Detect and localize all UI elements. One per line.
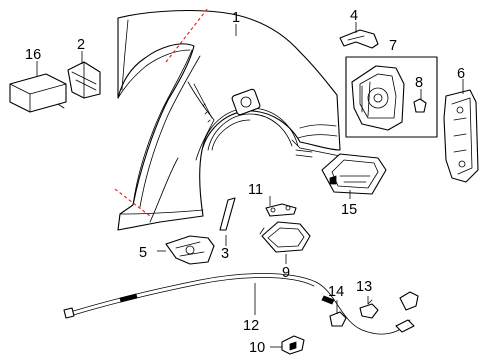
control-module	[9, 73, 67, 113]
pad-part-4	[339, 29, 379, 49]
callout-16: 16	[25, 47, 41, 63]
callout-10: 10	[249, 340, 265, 356]
callout-7: 7	[389, 38, 397, 54]
callout-3: 3	[221, 246, 229, 262]
clip-part-14	[329, 311, 347, 327]
callout-12: 12	[243, 318, 259, 334]
callout-8: 8	[415, 75, 423, 91]
callout-14: 14	[328, 284, 344, 300]
callout-15: 15	[341, 202, 357, 218]
callout-numbers: 1 2 3 4 5 6 7 8 9 10 11 12 13 14 15 16	[25, 8, 465, 356]
callout-2: 2	[77, 37, 85, 53]
callout-5: 5	[139, 245, 147, 261]
callout-13: 13	[356, 279, 372, 295]
callout-11: 11	[248, 182, 263, 198]
inner-panel-part-6	[443, 89, 479, 183]
callout-9: 9	[282, 265, 290, 281]
cut-line-rocker	[114, 188, 151, 217]
hinge-part-11	[265, 203, 297, 217]
release-cable	[63, 273, 419, 335]
leader-lines	[36, 22, 464, 348]
callout-4: 4	[350, 8, 358, 24]
callout-1: 1	[232, 10, 240, 26]
bracket-part-5	[165, 235, 215, 265]
quarter-panel	[117, 9, 341, 231]
fuel-door-housing	[321, 153, 387, 195]
clamp-part-13	[359, 299, 379, 319]
bracket-part-2	[67, 61, 101, 99]
handle-part-10	[281, 335, 305, 355]
fuel-door	[259, 221, 311, 253]
strip-part-3	[219, 197, 236, 231]
callout-6: 6	[457, 66, 465, 82]
fuel-door-housing-group	[345, 56, 438, 138]
